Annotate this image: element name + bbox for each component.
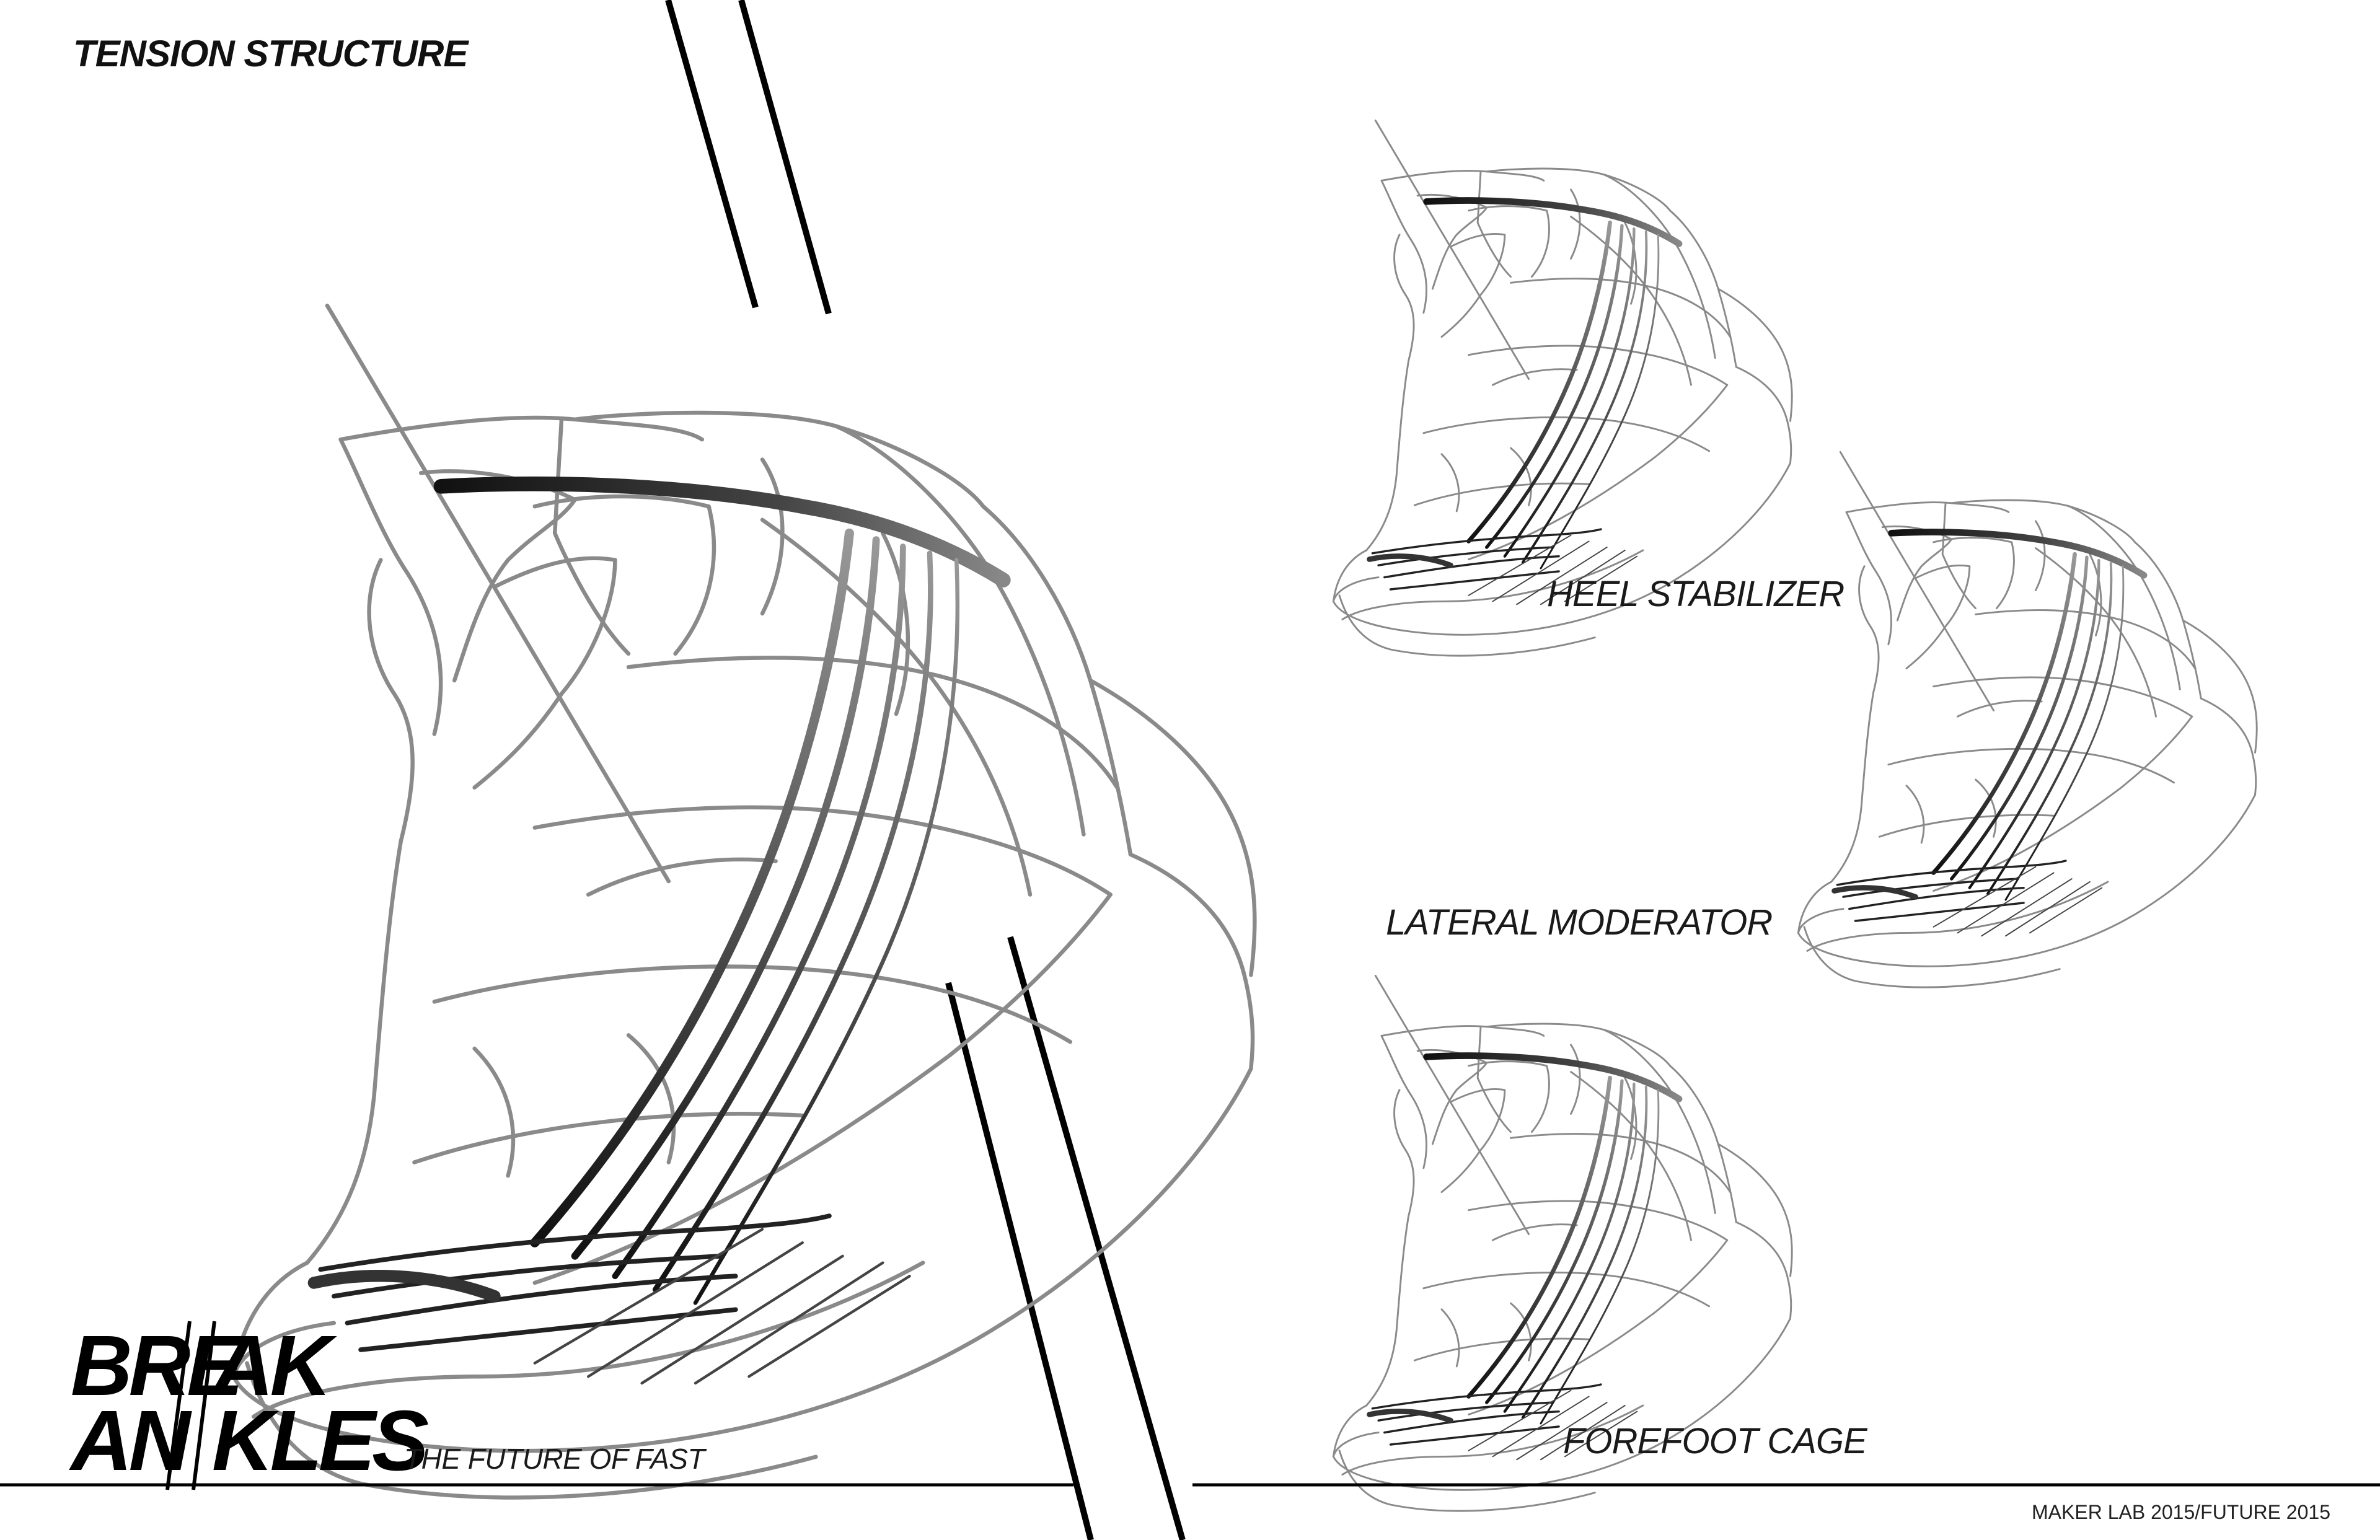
divider-line-top-b [741, 0, 829, 314]
caption-forefoot-cage: FOREFOOT CAGE [1563, 1420, 1867, 1462]
caption-heel-stabilizer: HEEL STABILIZER [1547, 573, 1844, 615]
divider-line-top-a [668, 0, 756, 307]
divider-line-bottom-a [948, 983, 1091, 1540]
divider-line-bottom-b [1010, 937, 1183, 1540]
logo-text-line2-left: AN [71, 1398, 187, 1484]
caption-lateral-moderator: LATERAL MODERATOR [1386, 902, 1772, 943]
footer-credit: MAKER LAB 2015/FUTURE 2015 [2032, 1501, 2330, 1524]
tagline: THE FUTURE OF FAST [404, 1442, 705, 1476]
logo-text-line2-right: KLES [212, 1398, 425, 1484]
shoe-sketch-main [234, 306, 1255, 1497]
shoe-sketch-lateral-moderator [1798, 452, 2257, 987]
page-title: TENSION STRUCTURE [73, 32, 467, 75]
